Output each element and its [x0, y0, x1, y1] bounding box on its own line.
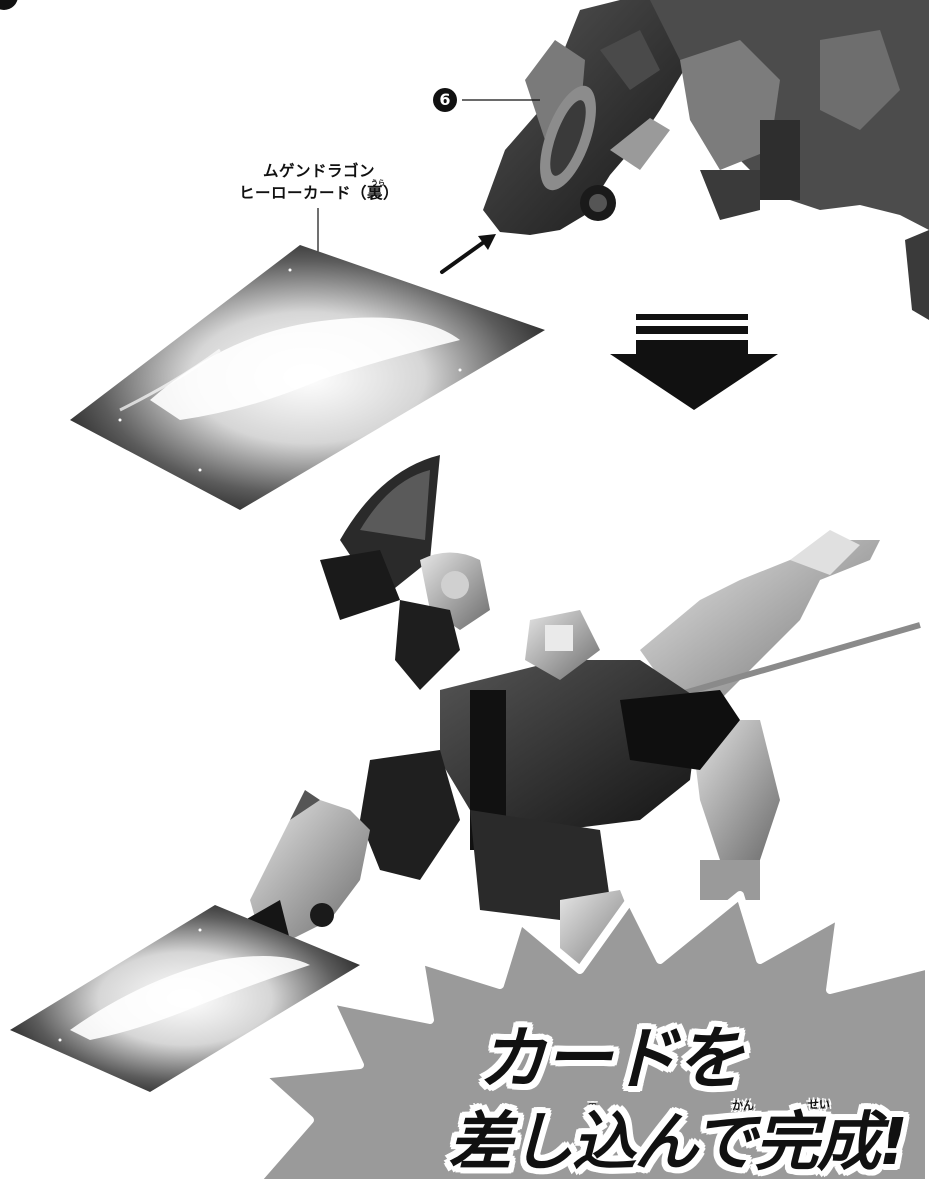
card-label-ruby: うら — [371, 179, 385, 187]
step-marker-partial — [0, 0, 18, 10]
card-label-line2: ヒーローカード（裏） — [238, 184, 399, 202]
dragon-body-top — [650, 0, 929, 320]
burst-banner-shape — [251, 891, 929, 1183]
dragon-head-part-top — [483, 0, 700, 235]
banner-ruby-ko: こ — [587, 1101, 598, 1114]
card-label-line1: ムゲンドラゴン — [262, 162, 375, 180]
banner-line1: カードを — [478, 1020, 744, 1099]
step-number-badge: 6 — [433, 88, 457, 112]
card-label: ムゲンドラゴン ヒーローカード（裏） — [214, 160, 424, 204]
hero-card-back-bottom — [10, 905, 360, 1092]
banner-ruby-sei: せい — [808, 1098, 830, 1111]
dragon-head-part-bottom — [245, 790, 370, 945]
banner-ruby-sa: さ — [470, 1104, 481, 1117]
banner-line2: 差し込んで完成! — [448, 1106, 908, 1180]
banner-ruby-kan: かん — [732, 1099, 754, 1112]
insert-arrow — [440, 234, 496, 274]
down-arrow — [610, 314, 778, 410]
hero-card-back-top — [70, 245, 545, 510]
